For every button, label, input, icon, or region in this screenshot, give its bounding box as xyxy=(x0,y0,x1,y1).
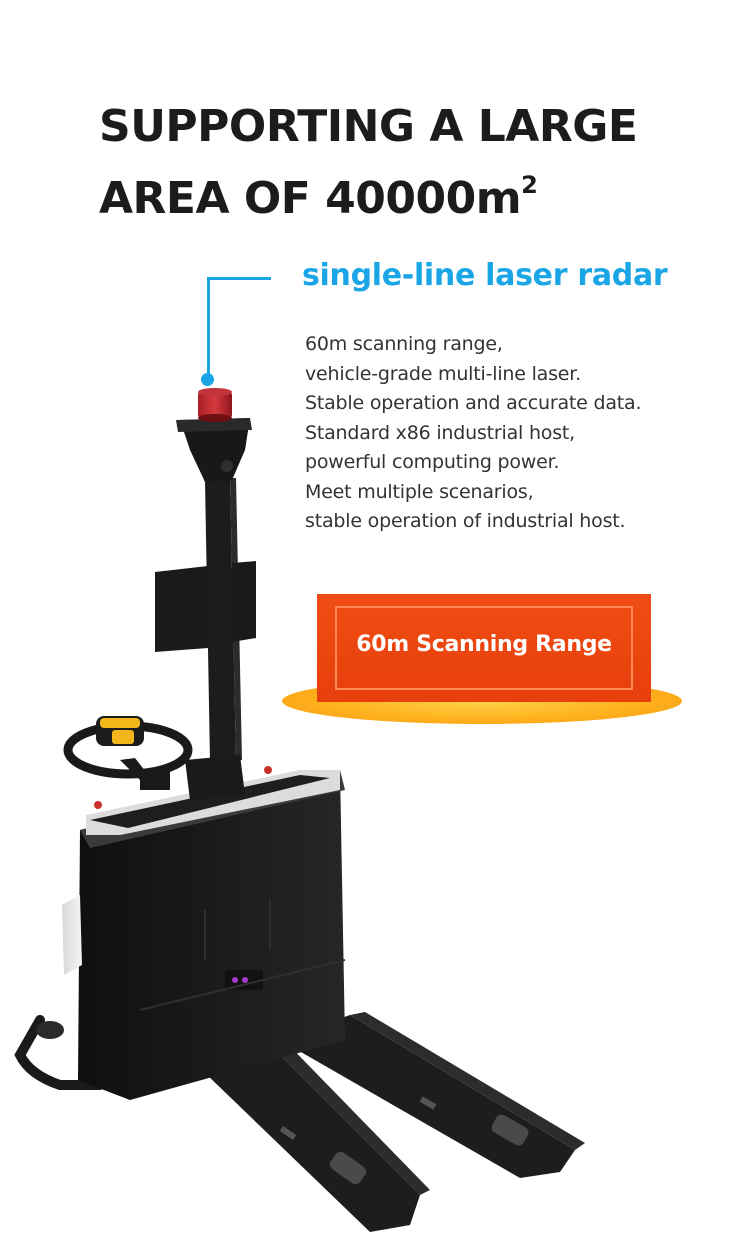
badge-inner-frame xyxy=(335,606,633,690)
description-line: Stable operation and accurate data. xyxy=(305,392,642,414)
description-line: stable operation of industrial host. xyxy=(305,510,626,532)
feature-description: 60m scanning range, vehicle-grade multi-… xyxy=(305,330,642,537)
description-line: Meet multiple scenarios, xyxy=(305,480,534,503)
scanning-range-badge: 60m Scanning Range xyxy=(282,594,682,724)
headline-line-1: SUPPORTING A LARGE xyxy=(99,101,638,152)
callout-line-vertical xyxy=(207,277,210,377)
description-line: powerful computing power. xyxy=(305,451,560,473)
badge-box: 60m Scanning Range xyxy=(317,594,651,702)
headline-line-2-text: AREA OF 40000m xyxy=(99,173,522,224)
callout-line-horizontal xyxy=(207,277,271,280)
description-line: vehicle-grade multi-line laser. xyxy=(305,362,581,385)
laser-radar-icon xyxy=(198,388,232,422)
description-line: Standard x86 industrial host, xyxy=(305,421,576,444)
badge-label: 60m Scanning Range xyxy=(356,632,612,657)
pallet-truck-icon xyxy=(14,388,585,1232)
description-line: 60m scanning range, xyxy=(305,333,503,355)
headline-line-2: AREA OF 40000m2 xyxy=(99,156,637,228)
callout-dot xyxy=(201,373,214,386)
headline: SUPPORTING A LARGE AREA OF 40000m2 xyxy=(99,98,638,228)
headline-superscript: 2 xyxy=(521,171,538,199)
feature-title: single-line laser radar xyxy=(302,258,668,293)
